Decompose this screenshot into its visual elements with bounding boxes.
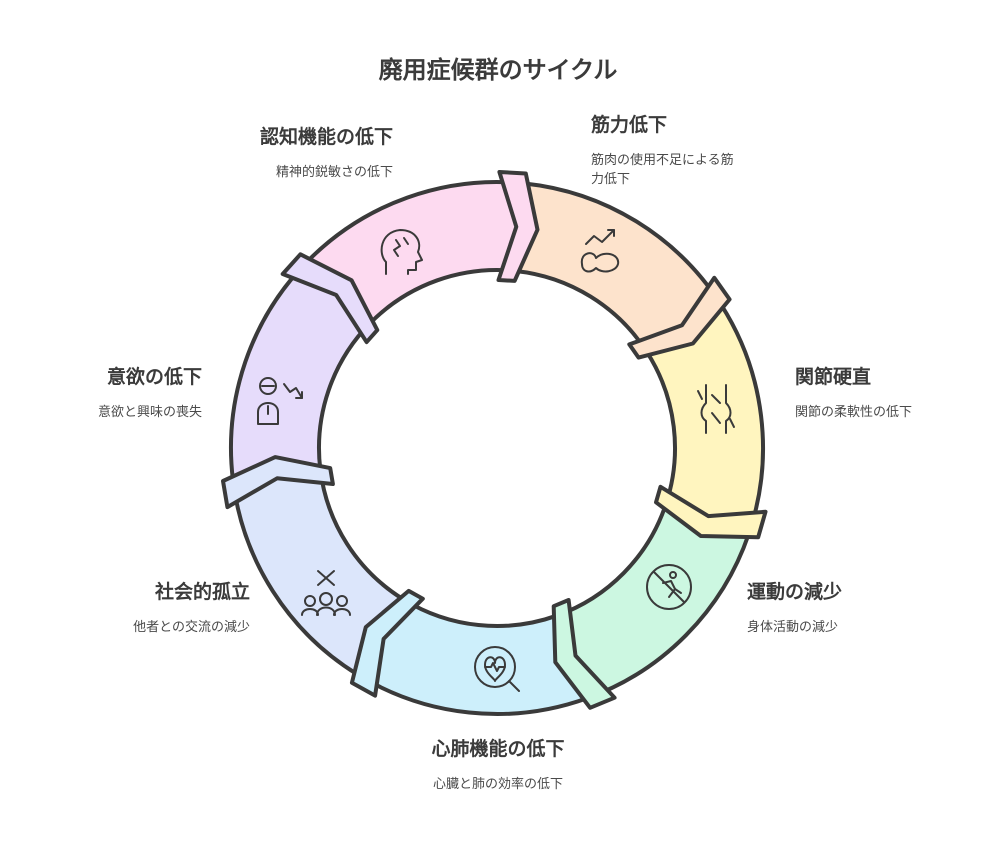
stage-title: 運動の減少 <box>747 581 843 603</box>
stage-desc: 筋肉の使用不足による筋力低下 <box>591 153 734 187</box>
stage-label-motivation: 意欲の低下 意欲と興味の喪失 <box>42 362 202 422</box>
stage-title: 社会的孤立 <box>154 581 250 603</box>
stage-desc: 心臓と肺の効率の低下 <box>432 777 563 792</box>
stage-title: 認知機能の低下 <box>259 126 393 148</box>
cycle-arrow <box>627 275 732 360</box>
stage-label-muscle: 筋力低下 筋肉の使用不足による筋力低下 <box>591 110 741 189</box>
people-cross-icon <box>301 570 351 616</box>
heart-search-icon <box>474 646 520 692</box>
muscle-trend-icon <box>580 229 620 273</box>
stage-title: 筋力低下 <box>591 114 668 136</box>
stage-title: 心肺機能の低下 <box>431 738 565 760</box>
stage-desc: 精神的鋭敏さの低下 <box>275 165 393 180</box>
stage-label-cardio: 心肺機能の低下 心臓と肺の効率の低下 <box>398 734 598 794</box>
stage-label-joint: 関節硬直 関節の柔軟性の低下 <box>795 362 955 422</box>
stage-label-exercise: 運動の減少 身体活動の減少 <box>747 577 907 637</box>
stage-label-social: 社会的孤立 他者との交流の減少 <box>90 577 250 637</box>
cycle-arrow <box>221 455 335 510</box>
head-crack-icon <box>380 229 423 275</box>
stage-title: 意欲の低下 <box>106 366 202 388</box>
cycle-arrow <box>654 484 768 540</box>
stage-desc: 他者との交流の減少 <box>133 620 250 635</box>
cycle-arrow <box>496 170 540 283</box>
stage-desc: 関節の柔軟性の低下 <box>795 405 913 420</box>
cycle-arrow <box>349 588 425 698</box>
stage-title: 関節硬直 <box>795 366 872 388</box>
stage-label-cognitive: 認知機能の低下 精神的鋭敏さの低下 <box>213 122 393 182</box>
stage-desc: 意欲と興味の喪失 <box>97 405 202 420</box>
no-running-icon <box>646 564 692 610</box>
stage-desc: 身体活動の減少 <box>747 620 839 635</box>
joint-icon <box>697 384 735 434</box>
cycle-arrow <box>551 598 617 710</box>
cycle-arrow <box>280 252 380 345</box>
diagram-title: 廃用症候群のサイクル <box>378 56 618 84</box>
person-down-icon <box>257 377 303 425</box>
